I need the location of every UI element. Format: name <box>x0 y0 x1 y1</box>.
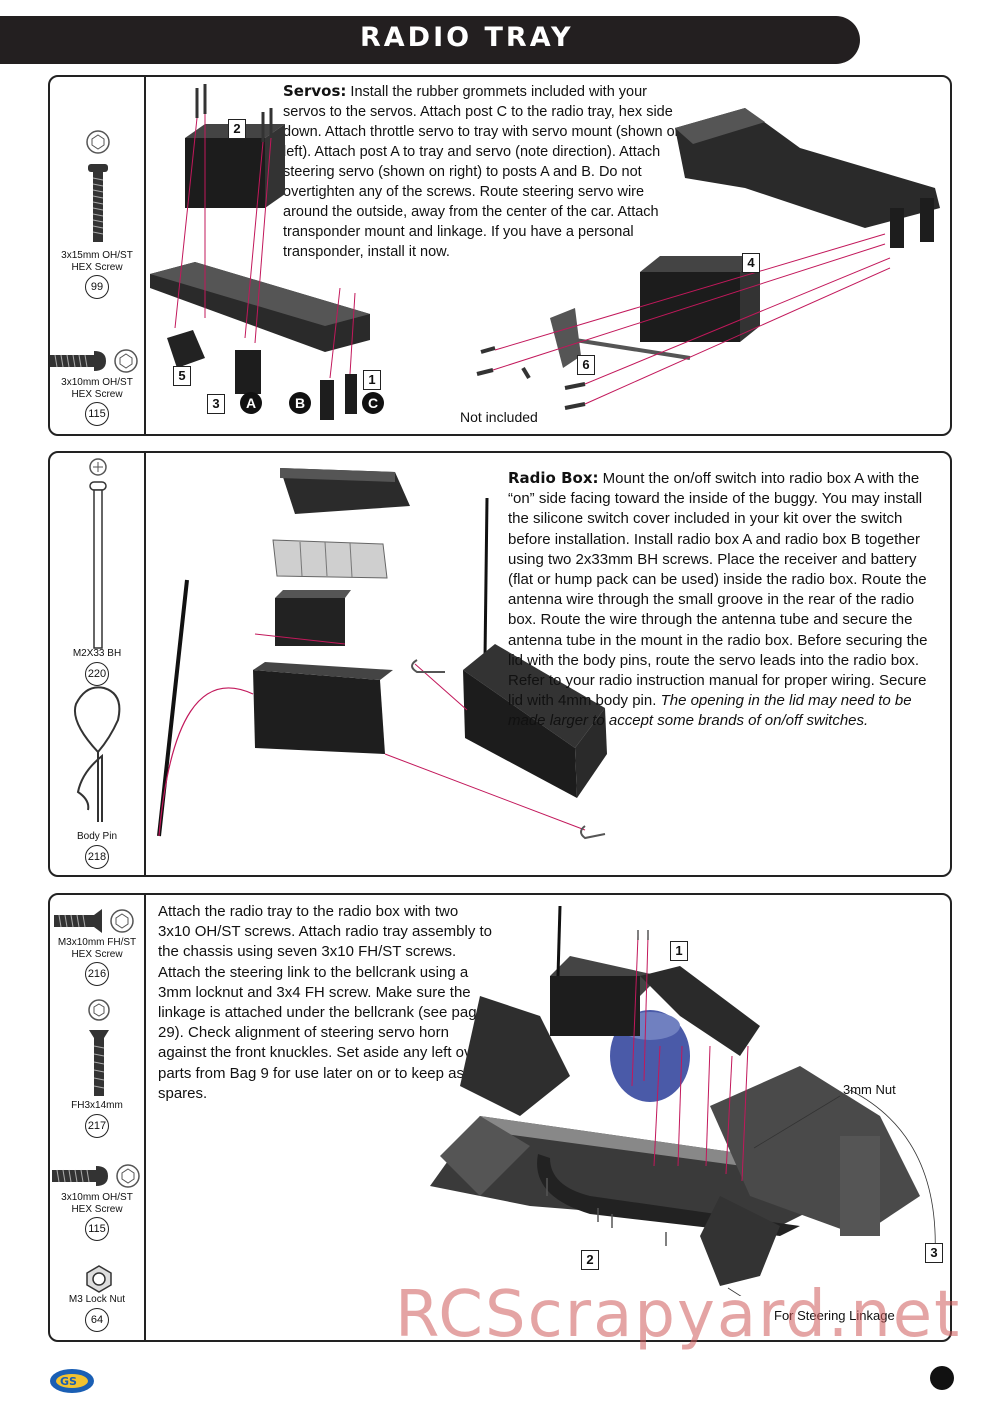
part-number: 217 <box>85 1114 109 1138</box>
radio-box-heading: Radio Box: <box>508 469 599 487</box>
part-number: 115 <box>85 1217 109 1241</box>
title-banner <box>0 16 860 64</box>
post-a-badge: A <box>240 392 262 414</box>
radio-box-note: The opening in the lid may need to be ma… <box>508 692 912 730</box>
callout-number: 2 <box>228 119 246 139</box>
part-label: M3x10mm FH/ST HEX Screw <box>57 937 137 960</box>
part-number: 64 <box>85 1308 109 1332</box>
parts-column <box>50 895 146 1340</box>
part-number: 218 <box>85 845 109 869</box>
hex-screw-10-icon <box>52 1164 140 1188</box>
chassis-instructions: Attach the radio tray to the radio box w… <box>158 903 493 1102</box>
radio-box-instructions: Radio Box: Mount the on/off switch into … <box>508 468 940 732</box>
parts-column <box>50 77 146 434</box>
gs-racing-logo: GS <box>50 1369 94 1393</box>
body-pin-icon <box>74 686 121 822</box>
part-label: 3x10mm OH/ST HEX Screw <box>61 377 133 400</box>
servos-instructions: Servos: Install the rubber grommets incl… <box>283 81 683 262</box>
steering-linkage-label: For Steering Linkage <box>774 1308 895 1323</box>
post-b-badge: B <box>289 392 311 414</box>
watermark: RCScrapyard.net <box>395 1278 962 1352</box>
part-label: 3x10mm OH/ST HEX Screw <box>61 1192 133 1215</box>
callout-number: 3 <box>925 1243 943 1263</box>
post-c-badge: C <box>362 392 384 414</box>
callout-number: 5 <box>173 366 191 386</box>
part-number: 115 <box>85 402 109 426</box>
parts-column <box>50 453 146 875</box>
part-label: FH3x14mm <box>71 1100 123 1111</box>
fh-screw-10-icon <box>54 909 134 933</box>
part-label: 3x15mm OH/ST HEX Screw <box>61 250 133 273</box>
callout-number: 3 <box>207 394 225 414</box>
radio-box-text: Mount the on/off switch into radio box A… <box>508 470 928 710</box>
radio-box-illustration <box>157 468 607 840</box>
callout-number: 2 <box>581 1250 599 1270</box>
not-included-label: Not included <box>460 409 538 425</box>
nut-label: 3mm Nut <box>843 1082 896 1097</box>
fh-screw-14-icon <box>88 999 110 1096</box>
servos-illustration <box>150 84 940 420</box>
page-dot <box>930 1366 954 1390</box>
svg-text:GS: GS <box>60 1375 77 1388</box>
part-number: 216 <box>85 962 109 986</box>
part-label: M2X33 BH <box>72 648 122 659</box>
part-label: M3 Lock Nut <box>68 1294 126 1305</box>
hex-screw-10-icon <box>50 349 138 373</box>
callout-number: 1 <box>670 941 688 961</box>
lock-nut-icon <box>86 1265 112 1293</box>
part-number: 99 <box>85 275 109 299</box>
page-title: RADIO TRAY <box>360 22 574 53</box>
callout-number: 1 <box>363 370 381 390</box>
servos-heading: Servos: <box>283 82 347 100</box>
hex-screw-15-icon <box>86 130 110 242</box>
part-number: 220 <box>85 662 109 686</box>
part-label: Body Pin <box>76 831 118 842</box>
bh-screw-icon <box>89 458 107 649</box>
callout-number: 6 <box>577 355 595 375</box>
chassis-illustration <box>430 905 936 1296</box>
callout-number: 4 <box>742 253 760 273</box>
servos-text: Install the rubber grommets included wit… <box>283 84 683 260</box>
